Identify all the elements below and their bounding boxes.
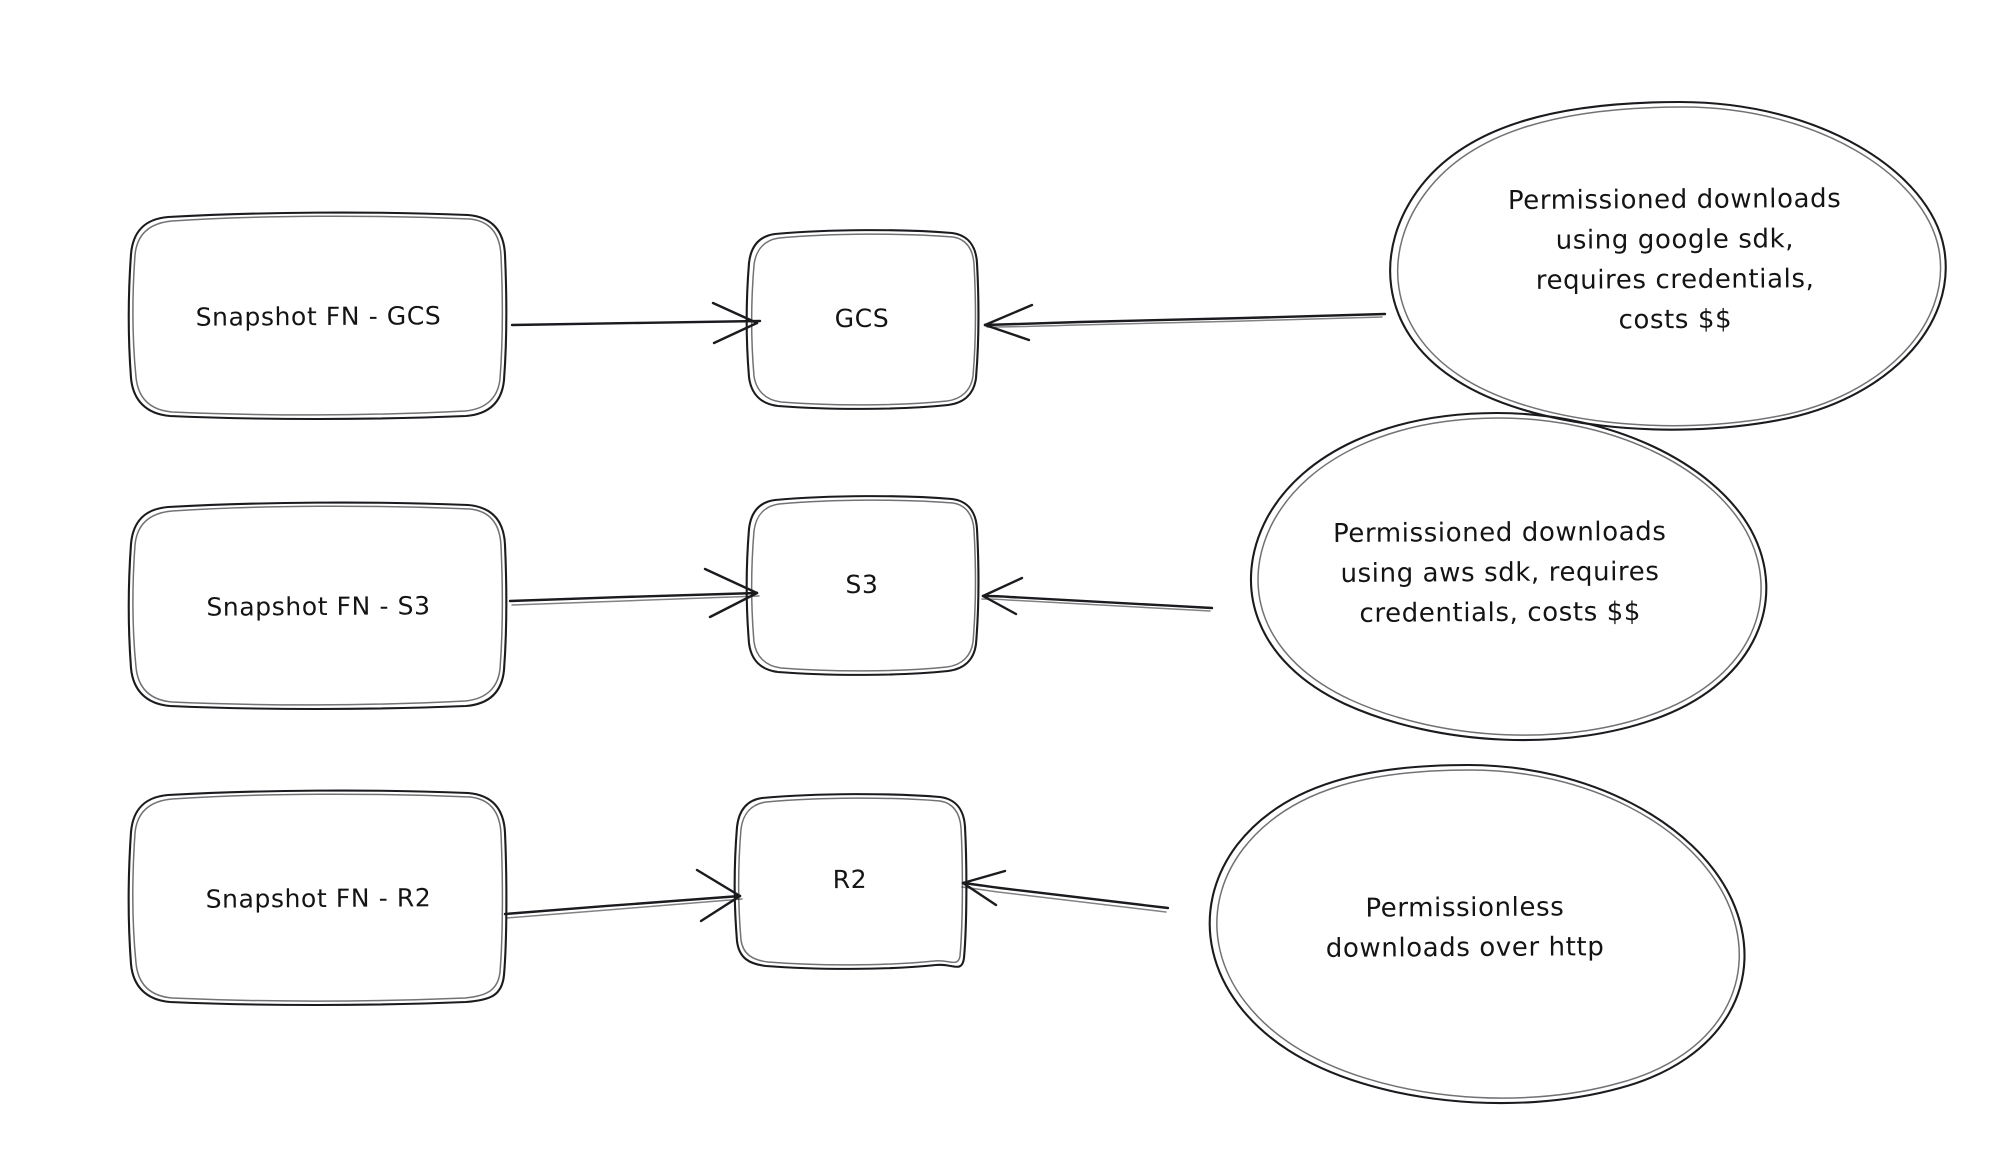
edge-note-gcs-to-gcs bbox=[983, 303, 1387, 342]
edge-fn-gcs-to-gcs bbox=[510, 301, 762, 345]
node-gcs-shape[interactable] bbox=[745, 229, 980, 410]
edge-note-s3-to-s3 bbox=[981, 576, 1214, 616]
note-r2-shape[interactable] bbox=[1208, 763, 1746, 1105]
node-s3-shape[interactable] bbox=[745, 495, 980, 676]
edge-note-r2-to-r2 bbox=[961, 869, 1170, 913]
edge-fn-s3-to-s3 bbox=[508, 567, 760, 619]
node-snapshot-fn-gcs-shape[interactable] bbox=[127, 211, 508, 421]
node-r2-shape[interactable] bbox=[733, 793, 968, 970]
note-gcs-shape[interactable] bbox=[1389, 100, 1947, 431]
node-snapshot-fn-s3-shape[interactable] bbox=[127, 501, 508, 711]
node-snapshot-fn-r2-shape[interactable] bbox=[127, 789, 508, 1007]
edge-fn-r2-to-r2 bbox=[503, 868, 743, 923]
note-s3-shape[interactable] bbox=[1249, 411, 1768, 742]
